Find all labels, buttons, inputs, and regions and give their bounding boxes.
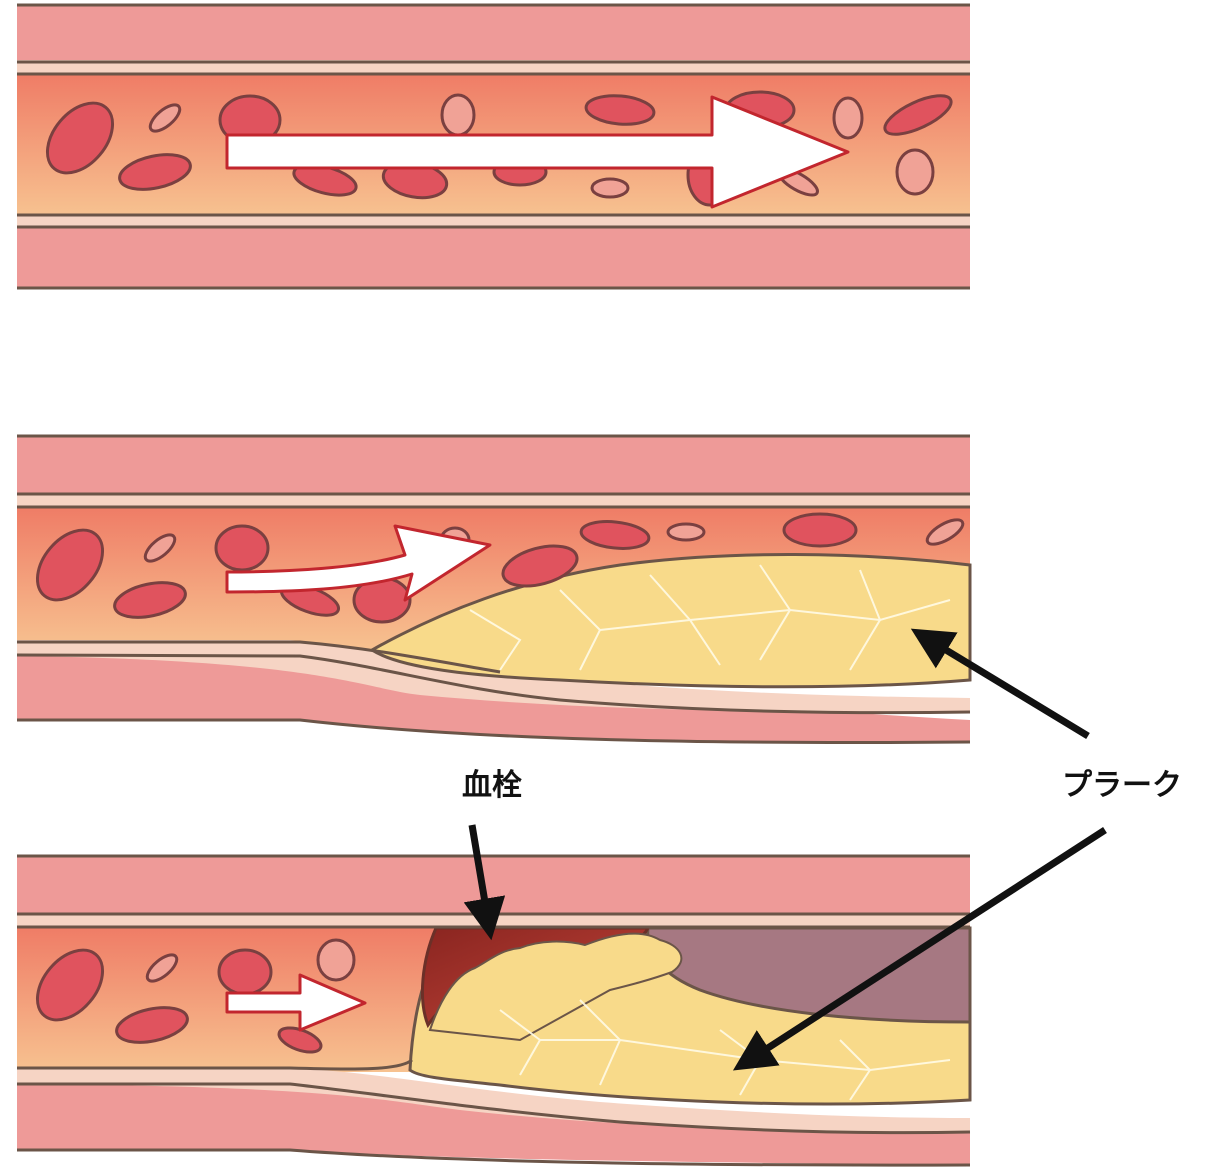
red-blood-cell bbox=[318, 940, 354, 980]
vessel-wall-top bbox=[17, 855, 970, 915]
red-blood-cell bbox=[592, 179, 628, 197]
panel-normal-vessel bbox=[17, 4, 970, 288]
plaque-label: プラーク bbox=[1062, 768, 1182, 803]
vessel-wall-top bbox=[17, 4, 970, 64]
red-blood-cell bbox=[834, 98, 862, 138]
red-blood-cell bbox=[668, 524, 704, 540]
red-blood-cell bbox=[219, 950, 271, 994]
red-blood-cell bbox=[216, 526, 268, 570]
vessel-wall-top bbox=[17, 435, 970, 495]
red-blood-cell bbox=[897, 150, 933, 194]
red-blood-cell bbox=[442, 95, 474, 135]
thrombus-label: 血栓 bbox=[462, 768, 522, 803]
vessel-wall-bottom bbox=[17, 226, 970, 288]
panel-plaque-vessel bbox=[17, 435, 970, 743]
red-blood-cell bbox=[784, 514, 856, 546]
